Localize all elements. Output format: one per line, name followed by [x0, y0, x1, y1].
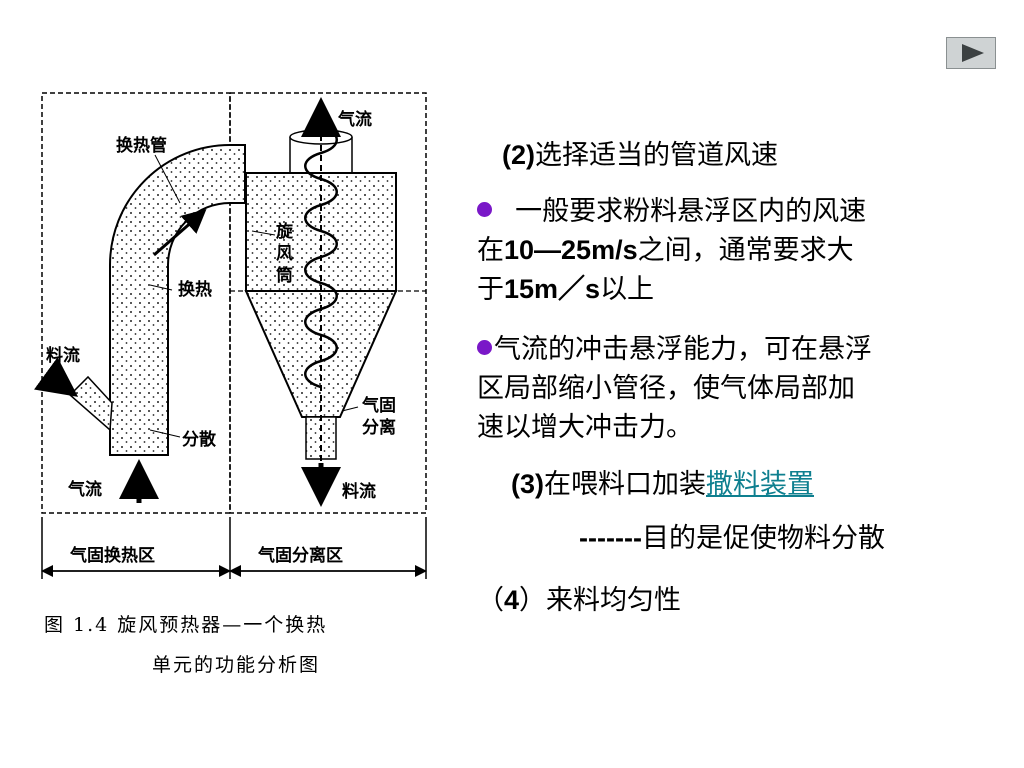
- label-separate-2: 分离: [362, 417, 396, 438]
- label-disperse: 分散: [182, 429, 217, 450]
- label-tube: 换热管: [116, 135, 167, 156]
- heat-exchange-tube: [109, 144, 246, 456]
- spreader-device-link[interactable]: 撒料装置: [706, 469, 814, 500]
- item-3-heading: (3)在喂料口加装撒料装置: [511, 469, 814, 500]
- label-exchange: 换热: [178, 279, 212, 300]
- material-inlet-pipe: [68, 375, 113, 432]
- label-zone-left: 气固换热区: [69, 545, 155, 566]
- purpose-line: -------目的是促使物料分散: [579, 523, 885, 554]
- label-cyclone-3: 筒: [276, 265, 293, 286]
- bullet-1-line1: 一般要求粉料悬浮区内的风速: [477, 193, 866, 230]
- label-gas-in: 气流: [67, 479, 102, 500]
- bullet-icon: [477, 340, 492, 355]
- play-right-icon: [962, 44, 984, 62]
- bullet-1-line3: 于15m／s以上: [477, 274, 655, 305]
- label-material-in: 料流: [46, 345, 80, 366]
- bullet-icon: [477, 202, 492, 217]
- bullet-2-line2: 区局部缩小管径，使气体局部加: [477, 373, 855, 404]
- item-2-heading: (2)选择适当的管道风速: [502, 140, 778, 171]
- label-gas-out: 气流: [337, 109, 372, 130]
- figure-caption-line1: 图 1.4 旋风预热器—一个换热: [44, 614, 327, 636]
- label-cyclone-1: 旋: [275, 221, 294, 242]
- next-slide-button[interactable]: [946, 37, 996, 69]
- material-in-arrow: [33, 357, 79, 397]
- bullet-2-line1: 气流的冲击悬浮能力，可在悬浮: [477, 331, 872, 368]
- item-4-heading: （4）来料均匀性: [477, 585, 682, 616]
- label-zone-right: 气固分离区: [257, 545, 343, 566]
- separation-zone-frame: [229, 92, 427, 514]
- cyclone-preheater-diagram: 换热管 换热 料流 分散 气流 气流 旋 风 筒 气固 分离 料流 气固换热区 …: [33, 92, 427, 676]
- bullet-2-line3: 速以增大冲击力。: [477, 412, 693, 443]
- label-material-out: 料流: [342, 481, 376, 502]
- label-separate-1: 气固: [361, 395, 396, 416]
- flow-direction-arrow: [153, 209, 207, 257]
- label-cyclone-2: 风: [276, 244, 293, 264]
- figure-caption-line2: 单元的功能分析图: [152, 654, 320, 676]
- bullet-1-line2: 在10—25m/s之间，通常要求大: [477, 235, 854, 266]
